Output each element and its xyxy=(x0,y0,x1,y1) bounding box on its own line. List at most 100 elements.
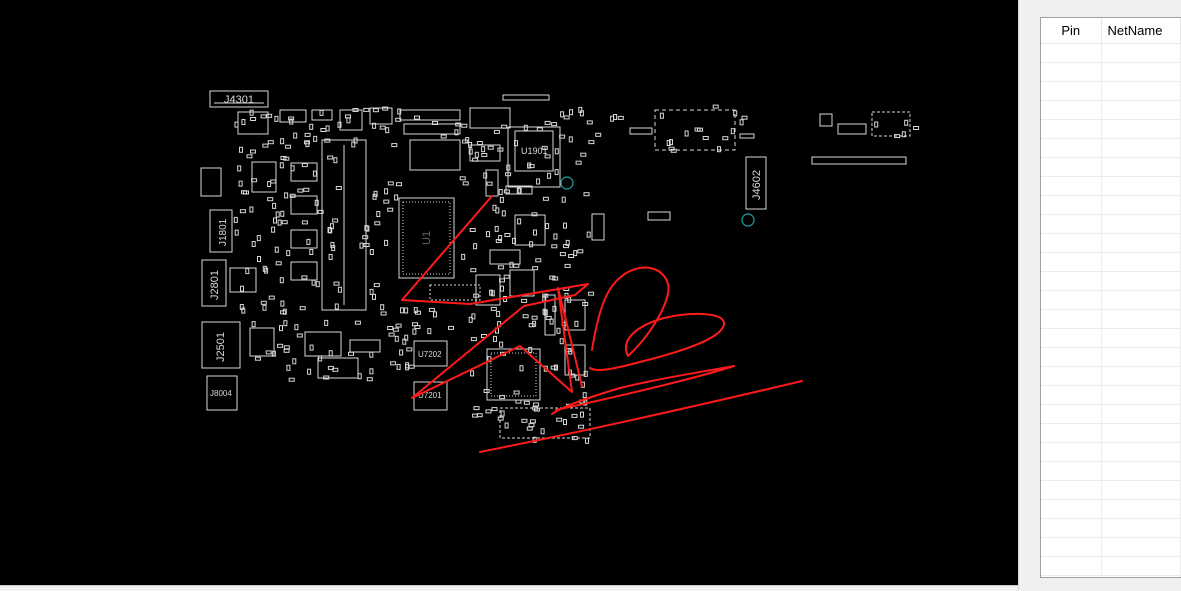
table-row[interactable] xyxy=(1041,120,1181,139)
table-row[interactable] xyxy=(1041,557,1181,576)
column-header-pin[interactable]: Pin xyxy=(1041,18,1102,43)
cell-netname xyxy=(1102,500,1181,518)
chip-u1901 xyxy=(514,130,554,172)
cell-netname xyxy=(1102,576,1181,577)
smd-part xyxy=(273,217,277,224)
smd-part xyxy=(470,370,475,377)
smd-part xyxy=(334,303,339,310)
table-row[interactable] xyxy=(1041,424,1181,443)
table-row[interactable] xyxy=(1041,196,1181,215)
smd-part xyxy=(542,293,549,298)
cell-netname xyxy=(1102,272,1181,290)
smd-part xyxy=(304,132,311,137)
smd-part xyxy=(553,233,558,240)
smd-part xyxy=(582,302,589,306)
smd-part xyxy=(369,249,374,255)
table-row[interactable] xyxy=(1041,253,1181,272)
table-row[interactable] xyxy=(1041,101,1181,120)
smd-part xyxy=(328,350,333,357)
table-row[interactable] xyxy=(1041,139,1181,158)
table-row[interactable] xyxy=(1041,348,1181,367)
table-row[interactable] xyxy=(1041,234,1181,253)
table-row[interactable] xyxy=(1041,272,1181,291)
smd-part xyxy=(428,307,435,312)
table-row[interactable] xyxy=(1041,405,1181,424)
table-row[interactable] xyxy=(1041,443,1181,462)
table-row[interactable] xyxy=(1041,158,1181,177)
smd-part xyxy=(363,243,370,247)
table-row[interactable] xyxy=(1041,177,1181,196)
smd-part xyxy=(329,223,334,230)
table-row[interactable] xyxy=(1041,310,1181,329)
smd-part xyxy=(383,199,390,204)
smd-part xyxy=(337,286,342,293)
table-row[interactable] xyxy=(1041,462,1181,481)
smd-part xyxy=(513,390,520,395)
board-canvas[interactable]: J4301 U1901 J4602 U1 J1801 J2801 J2501 J… xyxy=(0,0,1018,585)
table-row[interactable] xyxy=(1041,519,1181,538)
smd-part xyxy=(283,345,290,350)
smd-part xyxy=(741,115,748,120)
smd-part xyxy=(328,253,333,260)
table-row[interactable] xyxy=(1041,82,1181,101)
table-row[interactable] xyxy=(1041,63,1181,82)
smd-part xyxy=(473,406,480,411)
smd-part xyxy=(522,314,529,319)
table-row[interactable] xyxy=(1041,481,1181,500)
smd-part xyxy=(362,235,369,240)
smd-part xyxy=(387,326,394,330)
table-row[interactable] xyxy=(1041,291,1181,310)
smd-part xyxy=(267,181,272,187)
table-row[interactable] xyxy=(1041,500,1181,519)
smd-part xyxy=(440,134,447,139)
smd-part xyxy=(385,127,390,134)
table-row[interactable] xyxy=(1041,44,1181,63)
smd-part xyxy=(286,364,291,371)
cell-pin xyxy=(1041,101,1102,119)
smd-part xyxy=(251,321,256,328)
smd-part xyxy=(283,320,288,327)
smd-part xyxy=(499,395,506,400)
cell-netname xyxy=(1102,367,1181,385)
pin-netname-table[interactable]: Pin NetName xyxy=(1040,17,1181,578)
smd-part xyxy=(556,417,563,422)
label-j4301: J4301 xyxy=(224,94,254,106)
table-row[interactable] xyxy=(1041,386,1181,405)
table-row[interactable] xyxy=(1041,215,1181,234)
smd-part xyxy=(476,141,483,145)
smd-part xyxy=(554,364,558,371)
column-header-netname[interactable]: NetName xyxy=(1102,18,1181,43)
smd-part xyxy=(299,306,306,311)
smd-part xyxy=(454,129,459,136)
horizontal-scrollbar[interactable] xyxy=(0,585,1018,591)
smd-part xyxy=(595,132,602,137)
smd-part xyxy=(459,176,466,181)
cell-pin xyxy=(1041,177,1102,195)
table-row[interactable] xyxy=(1041,538,1181,557)
table-row[interactable] xyxy=(1041,367,1181,386)
smd-part xyxy=(670,148,677,153)
smd-part xyxy=(571,413,578,418)
smd-part xyxy=(331,245,336,252)
smd-part xyxy=(722,136,729,141)
smd-part xyxy=(374,221,381,226)
table-row[interactable] xyxy=(1041,329,1181,348)
cell-pin xyxy=(1041,158,1102,176)
smd-part xyxy=(493,335,497,342)
panel-splitter[interactable] xyxy=(1018,0,1025,591)
smd-part xyxy=(260,114,267,119)
smd-part xyxy=(556,327,561,334)
smd-part xyxy=(717,146,721,153)
table-row[interactable] xyxy=(1041,576,1181,577)
smd-part xyxy=(279,277,284,284)
smd-part xyxy=(239,146,243,153)
smd-part xyxy=(240,285,244,292)
label-j2801: J2801 xyxy=(209,270,221,300)
smd-part xyxy=(571,436,578,441)
smd-part xyxy=(315,281,320,288)
smd-part xyxy=(284,192,289,199)
smd-part xyxy=(513,263,520,268)
cell-netname xyxy=(1102,538,1181,556)
cell-pin xyxy=(1041,196,1102,214)
smd-part xyxy=(372,122,377,129)
